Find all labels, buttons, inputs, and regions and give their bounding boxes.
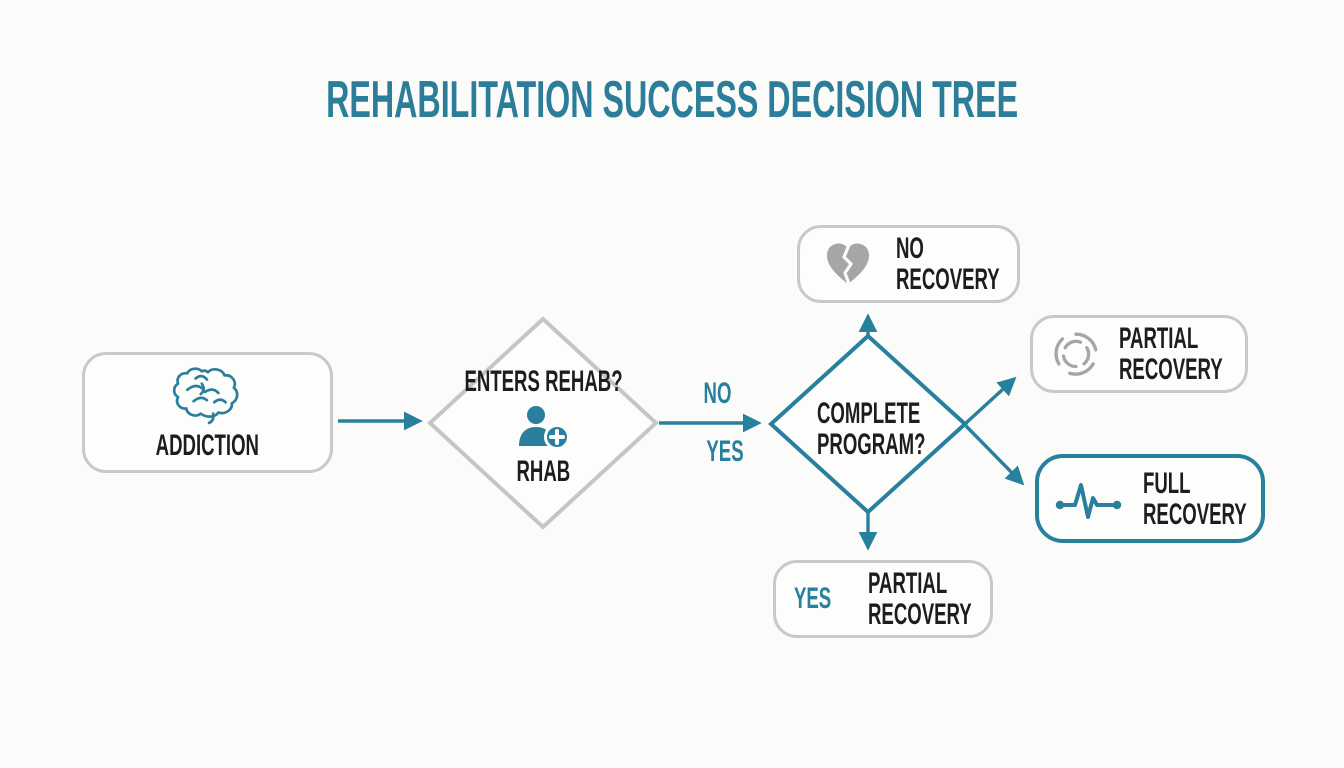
edge-label-yes: YES <box>706 435 744 468</box>
arrow-program-to-partial-recovery-top <box>964 376 1017 425</box>
no-recovery-line1: NO <box>896 232 924 265</box>
node-partial-recovery-top: PARTIAL RECOVERY <box>1030 315 1248 393</box>
enters-rehab-question: ENTERS REHAB? <box>463 365 623 398</box>
no-recovery-line2: RECOVERY <box>896 263 1000 296</box>
node-enters-rehab: ENTERS REHAB? RHAB <box>433 366 653 487</box>
partial-recovery-top-line2: RECOVERY <box>1119 353 1223 386</box>
addiction-label: ADDICTION <box>155 429 260 463</box>
complete-program-line2: PROGRAM? <box>817 428 926 461</box>
broken-heart-icon <box>824 241 872 287</box>
complete-program-line1: COMPLETE <box>817 397 921 430</box>
page-title: REHABILITATION SUCCESS DECISION TREE <box>325 71 1019 129</box>
edge-label-no: NO <box>703 377 731 410</box>
ecg-icon <box>1053 475 1129 523</box>
partial-recovery-top-line1: PARTIAL <box>1119 322 1199 355</box>
partial-recovery-bottom-line2: RECOVERY <box>868 598 972 631</box>
full-recovery-line1: FULL <box>1143 466 1191 500</box>
node-complete-program: COMPLETE PROGRAM? <box>817 398 992 460</box>
partial-recovery-bottom-line1: PARTIAL <box>868 567 948 600</box>
full-recovery-line2: RECOVERY <box>1143 497 1247 531</box>
partial-recovery-bottom-yes-label: YES <box>794 582 832 616</box>
swirl-icon <box>1051 329 1101 379</box>
enters-rehab-sublabel: RHAB <box>516 454 570 488</box>
node-no-recovery: NO RECOVERY <box>797 225 1020 303</box>
complete-program-diamond <box>768 333 968 515</box>
arrow-program-to-full-recovery <box>964 424 1025 486</box>
person-plus-icon <box>514 404 572 450</box>
node-addiction: ADDICTION <box>82 352 333 473</box>
enters-rehab-diamond <box>427 316 659 530</box>
brain-icon <box>170 363 246 425</box>
node-full-recovery: FULL RECOVERY <box>1035 454 1265 543</box>
node-partial-recovery-bottom: YES PARTIAL RECOVERY <box>773 560 993 638</box>
